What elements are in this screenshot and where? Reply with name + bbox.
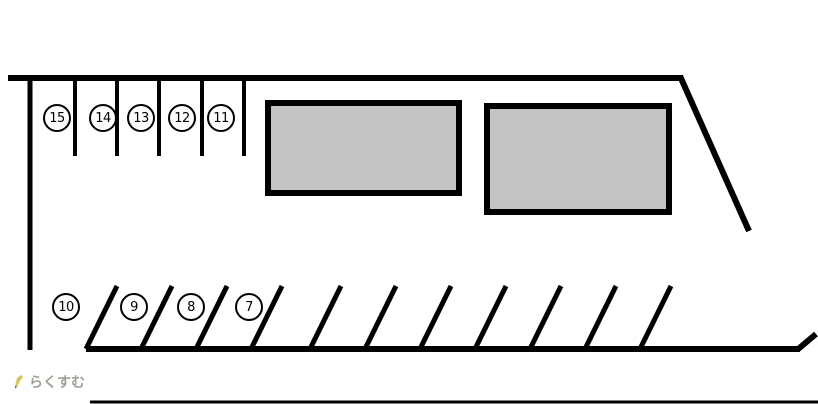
parking-space-label-8: 8	[177, 293, 205, 321]
building-block-2	[484, 103, 672, 215]
diagonal-stall-line-10	[582, 284, 619, 351]
parking-space-label-13: 13	[127, 104, 155, 132]
pencil-icon	[15, 375, 23, 389]
parking-space-label-12: 12	[168, 104, 196, 132]
diagonal-stall-line-7	[417, 284, 454, 351]
diagonal-stall-line-11	[637, 284, 674, 351]
diagonal-stall-line-9	[527, 284, 564, 351]
parking-space-label-15: 15	[43, 104, 71, 132]
diagonal-stall-line-3	[193, 284, 230, 351]
parking-space-label-11: 11	[207, 104, 235, 132]
diagonal-stall-line-2	[138, 284, 175, 351]
watermark: らくすむ	[12, 372, 85, 392]
parking-space-label-7: 7	[235, 293, 263, 321]
building-block-1	[265, 100, 462, 196]
parking-space-label-14: 14	[89, 104, 117, 132]
watermark-text: らくすむ	[29, 375, 85, 391]
diagonal-stall-line-6	[362, 284, 399, 351]
diagonal-stall-line-8	[472, 284, 509, 351]
diagonal-stall-line-5	[307, 284, 344, 351]
bottom-right-kink-line	[795, 331, 818, 353]
top-right-diagonal-boundary-line	[677, 74, 752, 233]
diagonal-stall-line-1	[83, 284, 120, 351]
parking-space-label-10: 10	[52, 293, 80, 321]
diagonal-stall-line-4	[248, 284, 285, 351]
parking-space-label-9: 9	[120, 293, 148, 321]
